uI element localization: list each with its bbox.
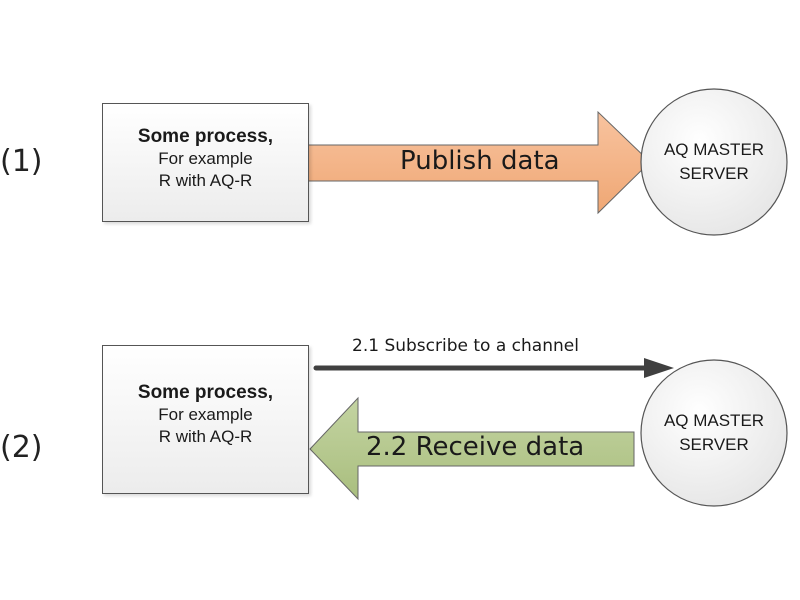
publish-arrow bbox=[307, 110, 651, 215]
process-box-2: Some process, For example R with AQ-R bbox=[102, 345, 309, 494]
step-label-1: (1) bbox=[0, 144, 43, 179]
process-line: For example bbox=[158, 149, 253, 168]
receive-arrow bbox=[309, 396, 635, 501]
process-title: Some process, bbox=[137, 126, 274, 147]
publish-arrow-label: Publish data bbox=[400, 146, 560, 176]
server-circle-2 bbox=[640, 359, 788, 507]
receive-arrow-label: 2.2 Receive data bbox=[366, 432, 585, 462]
server-line: AQ MASTER bbox=[663, 140, 765, 159]
server-circle-1 bbox=[640, 88, 788, 236]
step-label-2: (2) bbox=[0, 430, 43, 465]
process-box-1: Some process, For example R with AQ-R bbox=[102, 103, 309, 222]
process-line: R with AQ-R bbox=[158, 171, 253, 190]
process-title: Some process, bbox=[137, 382, 274, 403]
server-label-2: AQ MASTER SERVER bbox=[644, 409, 784, 457]
process-line: For example bbox=[158, 405, 253, 424]
server-line: AQ MASTER bbox=[663, 411, 765, 430]
subscribe-label: 2.1 Subscribe to a channel bbox=[352, 336, 579, 356]
server-line: SERVER bbox=[679, 435, 749, 454]
server-label-1: AQ MASTER SERVER bbox=[644, 138, 784, 186]
subscribe-arrowhead bbox=[644, 358, 674, 378]
server-line: SERVER bbox=[679, 164, 749, 183]
process-line: R with AQ-R bbox=[158, 427, 253, 446]
